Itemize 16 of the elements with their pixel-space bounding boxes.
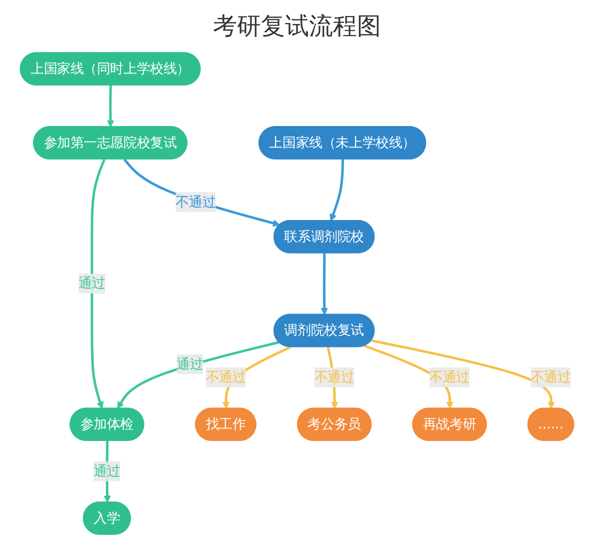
edge-label: 通过 [78, 275, 106, 292]
edge-label: 不通过 [430, 369, 470, 385]
arrow [106, 85, 114, 128]
arrow [330, 159, 344, 222]
edge-label: 不通过 [206, 369, 246, 385]
arrow [117, 341, 280, 409]
arrow [90, 158, 106, 409]
edge-label: 不通过 [314, 369, 354, 385]
arrow [371, 339, 555, 409]
arrow [123, 158, 280, 227]
edge-label: 不通过 [176, 194, 216, 210]
edge-label: 通过 [176, 356, 204, 372]
diagram-title: 考研复试流程图 [212, 11, 382, 42]
edge-label: 通过 [94, 462, 120, 479]
edge-label: 不通过 [530, 369, 571, 385]
arrow [320, 253, 328, 315]
